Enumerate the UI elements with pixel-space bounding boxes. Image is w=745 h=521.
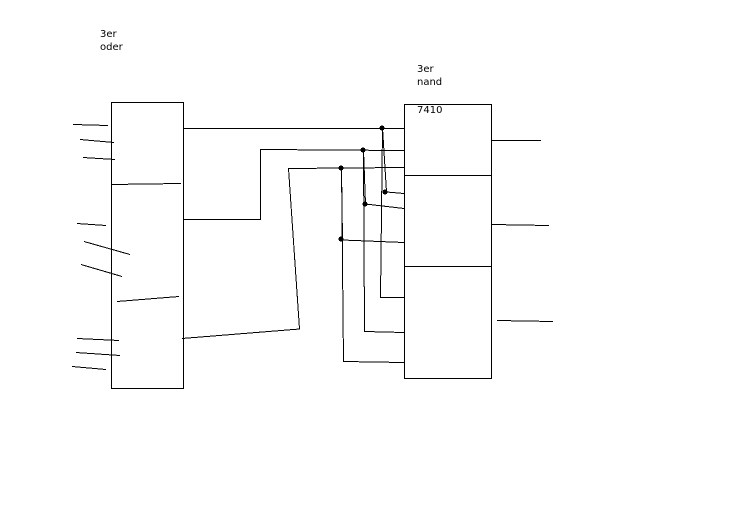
nand-gate-outputs [490, 140, 554, 322]
wire-segment [181, 167, 405, 339]
junction-dot [338, 165, 344, 171]
junction-dot [379, 125, 385, 131]
wire-or-output-3 [181, 167, 405, 363]
or-gate-block [110, 102, 184, 389]
nand-chip-id-label: 7410 [417, 105, 443, 116]
wire-or-output-1 [183, 127, 405, 298]
wire-segment [341, 167, 405, 363]
wire-segment [382, 127, 405, 194]
or-gate-label-line2: oder [100, 42, 123, 53]
or-gate-divider-1 [110, 183, 182, 185]
nand-gate-block [404, 104, 492, 379]
or-input-line [76, 338, 120, 341]
wire-segment [183, 148, 405, 220]
or-input-line [80, 264, 123, 277]
or-gate-label-line1: 3er [100, 29, 117, 40]
junction-dot [360, 147, 366, 153]
or-input-line [79, 139, 115, 143]
nand-gate-label-line2: nand [417, 77, 443, 88]
wire-segment [379, 127, 404, 298]
junction-dot [338, 236, 344, 242]
wire-junctions [338, 125, 388, 242]
or-input-line [75, 352, 121, 356]
junction-dot [382, 189, 388, 195]
or-input-line [71, 366, 107, 370]
junction-dot [362, 201, 368, 207]
nand-chip-outline [404, 104, 492, 379]
or-gate-inputs [71, 124, 131, 370]
or-input-line [76, 223, 107, 226]
nand-output-line [490, 224, 550, 226]
or-input-line [83, 241, 131, 255]
or-chip-outline [111, 102, 184, 389]
nand-output-line [496, 320, 554, 322]
or-input-line [72, 124, 109, 126]
or-input-line [82, 157, 116, 160]
wire-segment [363, 149, 405, 209]
nand-gate-label-line1: 3er [417, 64, 434, 75]
or-gate-divider-2 [116, 296, 180, 302]
wire-segment [363, 149, 405, 333]
